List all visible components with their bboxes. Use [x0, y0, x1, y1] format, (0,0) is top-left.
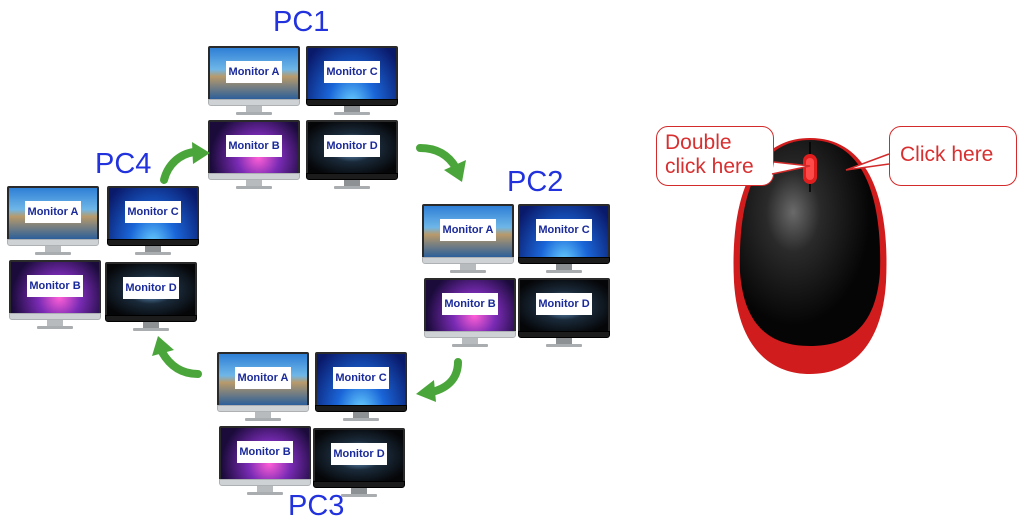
monitor-icon: [424, 278, 516, 333]
monitor-b-label: Monitor B: [237, 441, 293, 463]
cycle-arrow-icon: [416, 144, 466, 182]
cycle-arrow-icon: [152, 336, 202, 378]
pc2-monitor-a: Monitor A: [422, 204, 514, 276]
double-click-line-2: click here: [665, 155, 754, 178]
monitor-c-label: Monitor C: [125, 201, 181, 223]
monitor-icon: [315, 352, 407, 407]
mouse-icon: [733, 138, 887, 374]
monitor-d-label: Monitor D: [123, 277, 179, 299]
monitor-d-label: Monitor D: [324, 135, 380, 157]
double-click-line-1: Double: [665, 131, 732, 154]
pc3-monitor-b: Monitor B: [219, 426, 311, 498]
monitor-d-label: Monitor D: [331, 443, 387, 465]
monitor-a-label: Monitor A: [25, 201, 81, 223]
pc3-monitor-d: Monitor D: [313, 428, 405, 500]
monitor-a-label: Monitor A: [235, 367, 291, 389]
double-click-callout: Double click here: [656, 126, 774, 186]
pc1-label: PC1: [273, 6, 330, 38]
monitor-d-label: Monitor D: [536, 293, 592, 315]
pc1-monitor-group: Monitor A Monitor C Monitor B Monitor D: [208, 46, 408, 196]
pc2-monitor-d: Monitor D: [518, 278, 610, 350]
pc1-monitor-d: Monitor D: [306, 120, 398, 192]
pc2-monitor-group: Monitor A Monitor C Monitor B Monitor D: [422, 204, 622, 354]
monitor-b-label: Monitor B: [442, 293, 498, 315]
monitor-b-label: Monitor B: [27, 275, 83, 297]
pc4-monitor-group: Monitor A Monitor C Monitor B Monitor D: [7, 186, 207, 336]
pc1-monitor-c: Monitor C: [306, 46, 398, 118]
pc2-monitor-b: Monitor B: [424, 278, 516, 350]
monitor-c-label: Monitor C: [536, 219, 592, 241]
monitor-a-label: Monitor A: [440, 219, 496, 241]
callout-pointers: [771, 153, 890, 175]
monitor-c-label: Monitor C: [333, 367, 389, 389]
monitor-icon: [306, 46, 398, 101]
pc1-monitor-b: Monitor B: [208, 120, 300, 192]
click-here-callout: Click here: [889, 126, 1017, 186]
monitor-a-label: Monitor A: [226, 61, 282, 83]
pc4-monitor-b: Monitor B: [9, 260, 101, 332]
pc4-label: PC4: [95, 148, 152, 180]
cycle-arrow-icon: [416, 358, 462, 402]
pc3-monitor-group: Monitor A Monitor C Monitor B Monitor D: [217, 352, 417, 502]
pc2-label: PC2: [507, 166, 564, 198]
pc1-monitor-a: Monitor A: [208, 46, 300, 118]
pc3-label: PC3: [288, 490, 345, 522]
monitor-b-label: Monitor B: [226, 135, 282, 157]
pc3-monitor-c: Monitor C: [315, 352, 407, 424]
cycle-arrow-icon: [160, 142, 210, 184]
monitor-c-label: Monitor C: [324, 61, 380, 83]
pc4-monitor-c: Monitor C: [107, 186, 199, 258]
pc4-monitor-a: Monitor A: [7, 186, 99, 258]
click-here-text: Click here: [900, 143, 994, 166]
pc2-monitor-c: Monitor C: [518, 204, 610, 276]
monitor-icon: [422, 204, 514, 259]
pc4-monitor-d: Monitor D: [105, 262, 197, 334]
pc3-monitor-a: Monitor A: [217, 352, 309, 424]
